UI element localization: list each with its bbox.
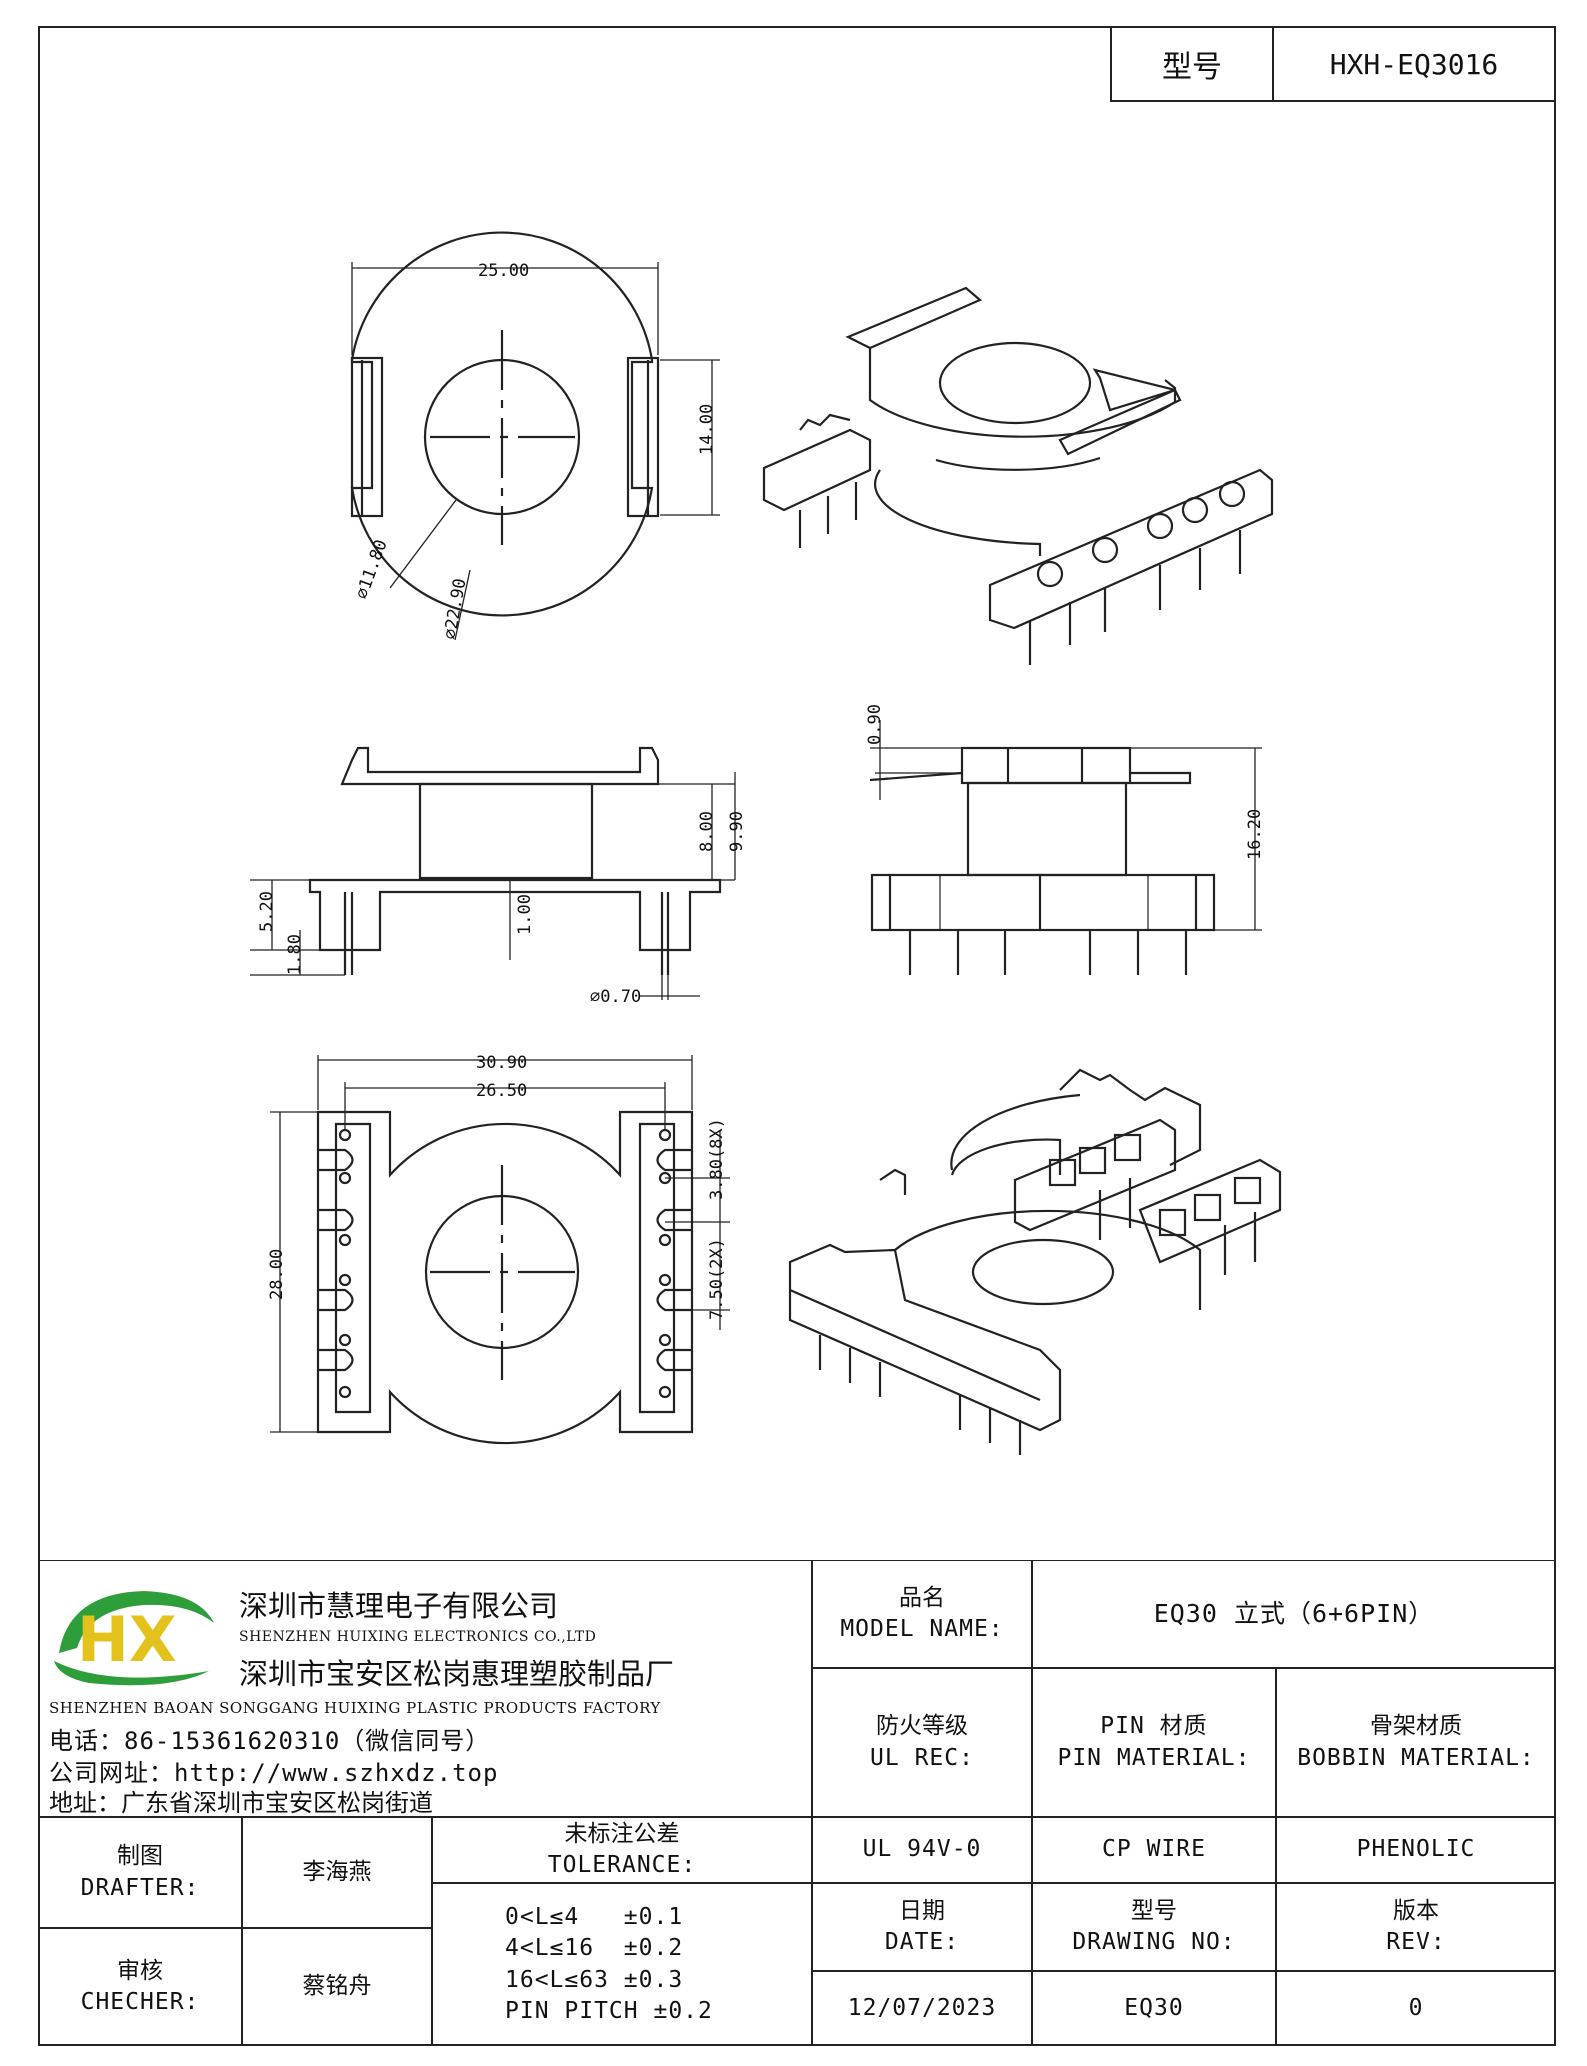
ul-rec-label: 防火等级 UL REC: (812, 1668, 1032, 1817)
drawing-no-cn: 型号 (1131, 1897, 1177, 1924)
pin-material-value: CP WIRE (1032, 1817, 1276, 1883)
checker-name: 蔡铭舟 (242, 1928, 432, 2046)
drafter-cn: 制图 (117, 1843, 163, 1870)
ul-rec-cn: 防火等级 (876, 1713, 968, 1740)
tolerance-values: 0<L≤4 ±0.1 4<L≤16 ±0.2 16<L≤63 ±0.3 PIN … (432, 1883, 812, 2046)
drawing-no-en: DRAWING NO: (1072, 1929, 1236, 1955)
dim-front-total: 16.20 (1245, 809, 1265, 860)
company-address: 地址：广东省深圳市宝安区松岗街道 (49, 1789, 433, 1817)
dim-side-h1: 8.00 (697, 811, 717, 852)
dim-side-h2: 9.90 (727, 811, 747, 852)
pin-material-cn: PIN 材质 (1100, 1713, 1208, 1740)
drafter-label: 制图 DRAFTER: (38, 1817, 242, 1928)
dim-front-flange: 0.90 (865, 704, 885, 745)
bobbin-material-en: BOBBIN MATERIAL: (1297, 1744, 1535, 1771)
iso-view-top (762, 286, 1274, 665)
bobbin-material-cn: 骨架材质 (1370, 1713, 1462, 1740)
tolerance-cn: 未标注公差 (564, 1820, 680, 1847)
rev-cn: 版本 (1393, 1897, 1439, 1924)
company-name-cn: 深圳市慧理电子有限公司 (239, 1589, 559, 1623)
dim-inner-dia: ⌀11.80 (352, 537, 392, 602)
tolerance-row: 16<L≤63 ±0.3 (505, 1966, 684, 1993)
company-phone: 电话：86-15361620310（微信同号） (49, 1727, 491, 1755)
drafter-en: DRAFTER: (80, 1874, 200, 1901)
dim-bottom-h: 28.00 (267, 1249, 287, 1300)
technical-drawing: 25.00 14.00 ⌀11.80 ⌀22.90 (250, 231, 1282, 1455)
pin-material-en: PIN MATERIAL: (1057, 1744, 1251, 1771)
model-name-cn: 品名 (899, 1584, 945, 1611)
company-logo: HX (49, 1583, 219, 1693)
dim-pin-dia: ⌀0.70 (590, 987, 641, 1007)
dim-side-h4: 1.80 (285, 934, 305, 975)
dim-bottom-pitch: 3.80(8X) (707, 1118, 727, 1200)
dim-bottom-gap: 7.50(2X) (707, 1238, 727, 1320)
rev-en: REV: (1386, 1929, 1446, 1955)
dim-top-width: 25.00 (478, 261, 529, 281)
drawing-no-value: EQ30 (1032, 1971, 1276, 2046)
logo-letters: HX (77, 1603, 177, 1676)
title-block: HX 深圳市慧理电子有限公司 SHENZHEN HUIXING ELECTRON… (38, 1560, 1556, 2046)
company-name-en: SHENZHEN HUIXING ELECTRONICS CO.,LTD (239, 1629, 597, 1645)
date-value: 12/07/2023 (812, 1971, 1032, 2046)
bobbin-material-label: 骨架材质 BOBBIN MATERIAL: (1276, 1668, 1556, 1817)
tolerance-row: PIN PITCH ±0.2 (505, 1997, 713, 2024)
date-label: 日期 DATE: (812, 1883, 1032, 1971)
bottom-view (270, 1055, 730, 1445)
model-box: 型号 HXH-EQ3016 (1110, 26, 1556, 102)
bobbin-material-value: PHENOLIC (1276, 1817, 1556, 1883)
company-info: HX 深圳市慧理电子有限公司 SHENZHEN HUIXING ELECTRON… (38, 1560, 812, 1817)
date-en: DATE: (884, 1929, 960, 1955)
iso-view-bottom (788, 1068, 1282, 1455)
dim-top-height: 14.00 (697, 404, 717, 455)
model-name-label: 品名 MODEL NAME: (812, 1560, 1032, 1668)
dim-bottom-w1: 30.90 (476, 1053, 527, 1073)
tolerance-row: 4<L≤16 ±0.2 (505, 1935, 684, 1962)
dim-side-h3: 5.20 (257, 891, 277, 932)
factory-name-cn: 深圳市宝安区松岗惠理塑胶制品厂 (239, 1657, 675, 1691)
dim-outer-dia: ⌀22.90 (440, 577, 470, 641)
rev-value: 0 (1276, 1971, 1556, 2046)
front-view (869, 720, 1262, 975)
model-label: 型号 (1112, 28, 1274, 100)
dim-side-thick: 1.00 (515, 894, 535, 935)
model-value: HXH-EQ3016 (1329, 47, 1499, 81)
side-view (250, 746, 736, 1000)
tolerance-en: TOLERANCE: (547, 1852, 697, 1878)
tolerance-row: 0<L≤4 ±0.1 (505, 1904, 684, 1931)
tolerance-label: 未标注公差 TOLERANCE: (432, 1817, 812, 1883)
date-cn: 日期 (899, 1897, 945, 1924)
checker-cn: 审核 (117, 1957, 163, 1984)
factory-name-en: SHENZHEN BAOAN SONGGANG HUIXING PLASTIC … (49, 1699, 661, 1717)
dim-bottom-w2: 26.50 (476, 1081, 527, 1101)
drawing-no-label: 型号 DRAWING NO: (1032, 1883, 1276, 1971)
checker-en: CHECHER: (80, 1989, 200, 2015)
rev-label: 版本 REV: (1276, 1883, 1556, 1971)
model-name-en: MODEL NAME: (840, 1616, 1004, 1642)
model-name-value: EQ30 立式（6+6PIN） (1032, 1560, 1556, 1668)
top-view (350, 231, 720, 641)
pin-material-label: PIN 材质 PIN MATERIAL: (1032, 1668, 1276, 1817)
checker-label: 审核 CHECHER: (38, 1928, 242, 2046)
ul-rec-en: UL REC: (870, 1744, 974, 1771)
ul-rec-value: UL 94V-0 (812, 1817, 1032, 1883)
company-website: 公司网址：http://www.szhxdz.top (49, 1759, 499, 1787)
drafter-name: 李海燕 (242, 1817, 432, 1928)
